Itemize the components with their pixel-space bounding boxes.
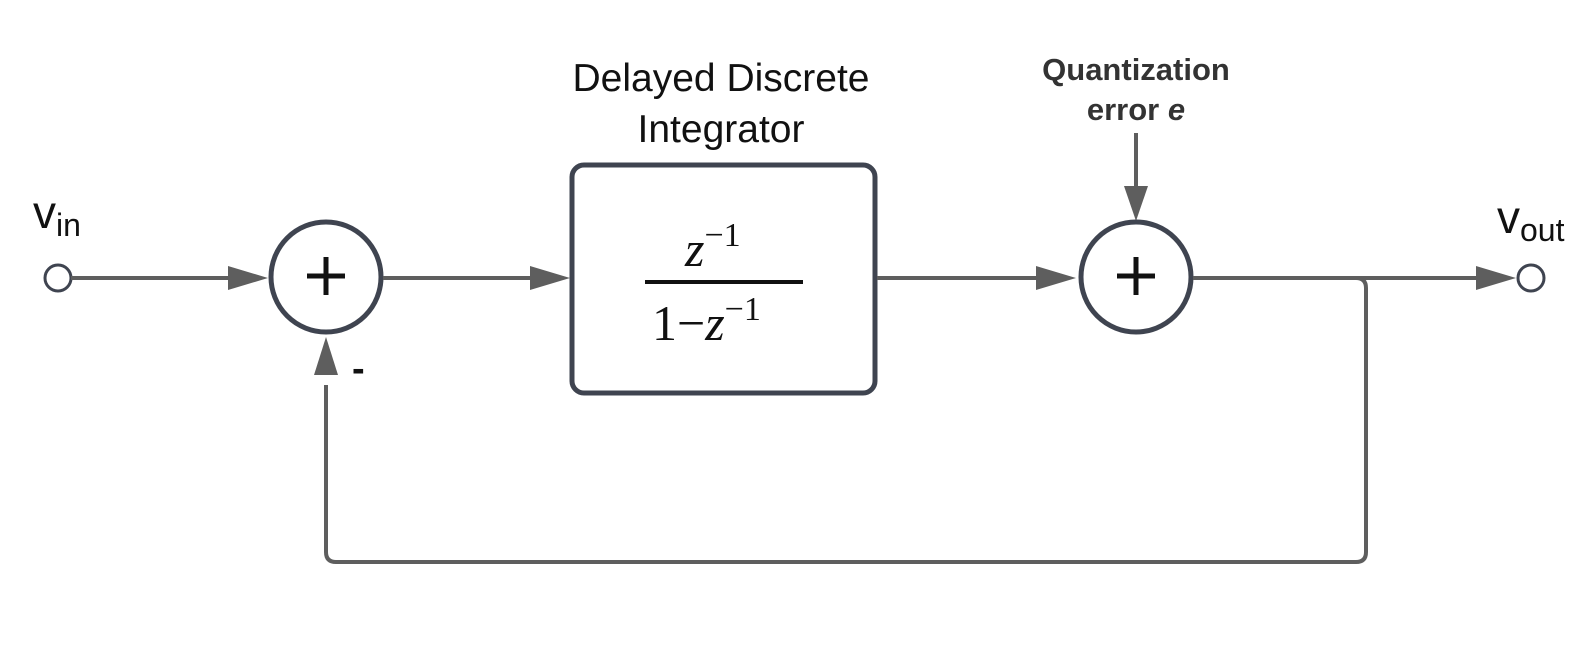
input-arrowhead — [228, 266, 268, 290]
feedback-minus-sign: - — [352, 348, 365, 390]
input-label: vin — [33, 186, 81, 243]
summing-junction-2 — [1078, 219, 1194, 335]
transfer-function-numerator: z−1 — [684, 217, 741, 277]
summer2-input-arrowhead — [1036, 266, 1076, 290]
input-terminal — [43, 263, 73, 293]
summing-junction-1 — [268, 219, 384, 335]
integrator-title-line2: Integrator — [638, 108, 805, 151]
integrator-title-line1: Delayed Discrete — [573, 57, 870, 100]
integrator-input-arrowhead — [530, 266, 570, 290]
feedback-arrowhead — [314, 337, 338, 375]
transfer-function-denominator: 1−z−1 — [652, 291, 761, 351]
integrator-block — [569, 162, 878, 396]
quantization-error-arrowhead — [1124, 186, 1148, 221]
output-terminal — [1516, 263, 1546, 293]
quantization-error-label-line1: Quantization — [1042, 52, 1230, 87]
quantization-error-label-line2: error e — [1087, 92, 1185, 127]
feedback-path — [324, 276, 1368, 564]
output-label: vout — [1497, 191, 1565, 248]
output-arrowhead — [1476, 266, 1516, 290]
